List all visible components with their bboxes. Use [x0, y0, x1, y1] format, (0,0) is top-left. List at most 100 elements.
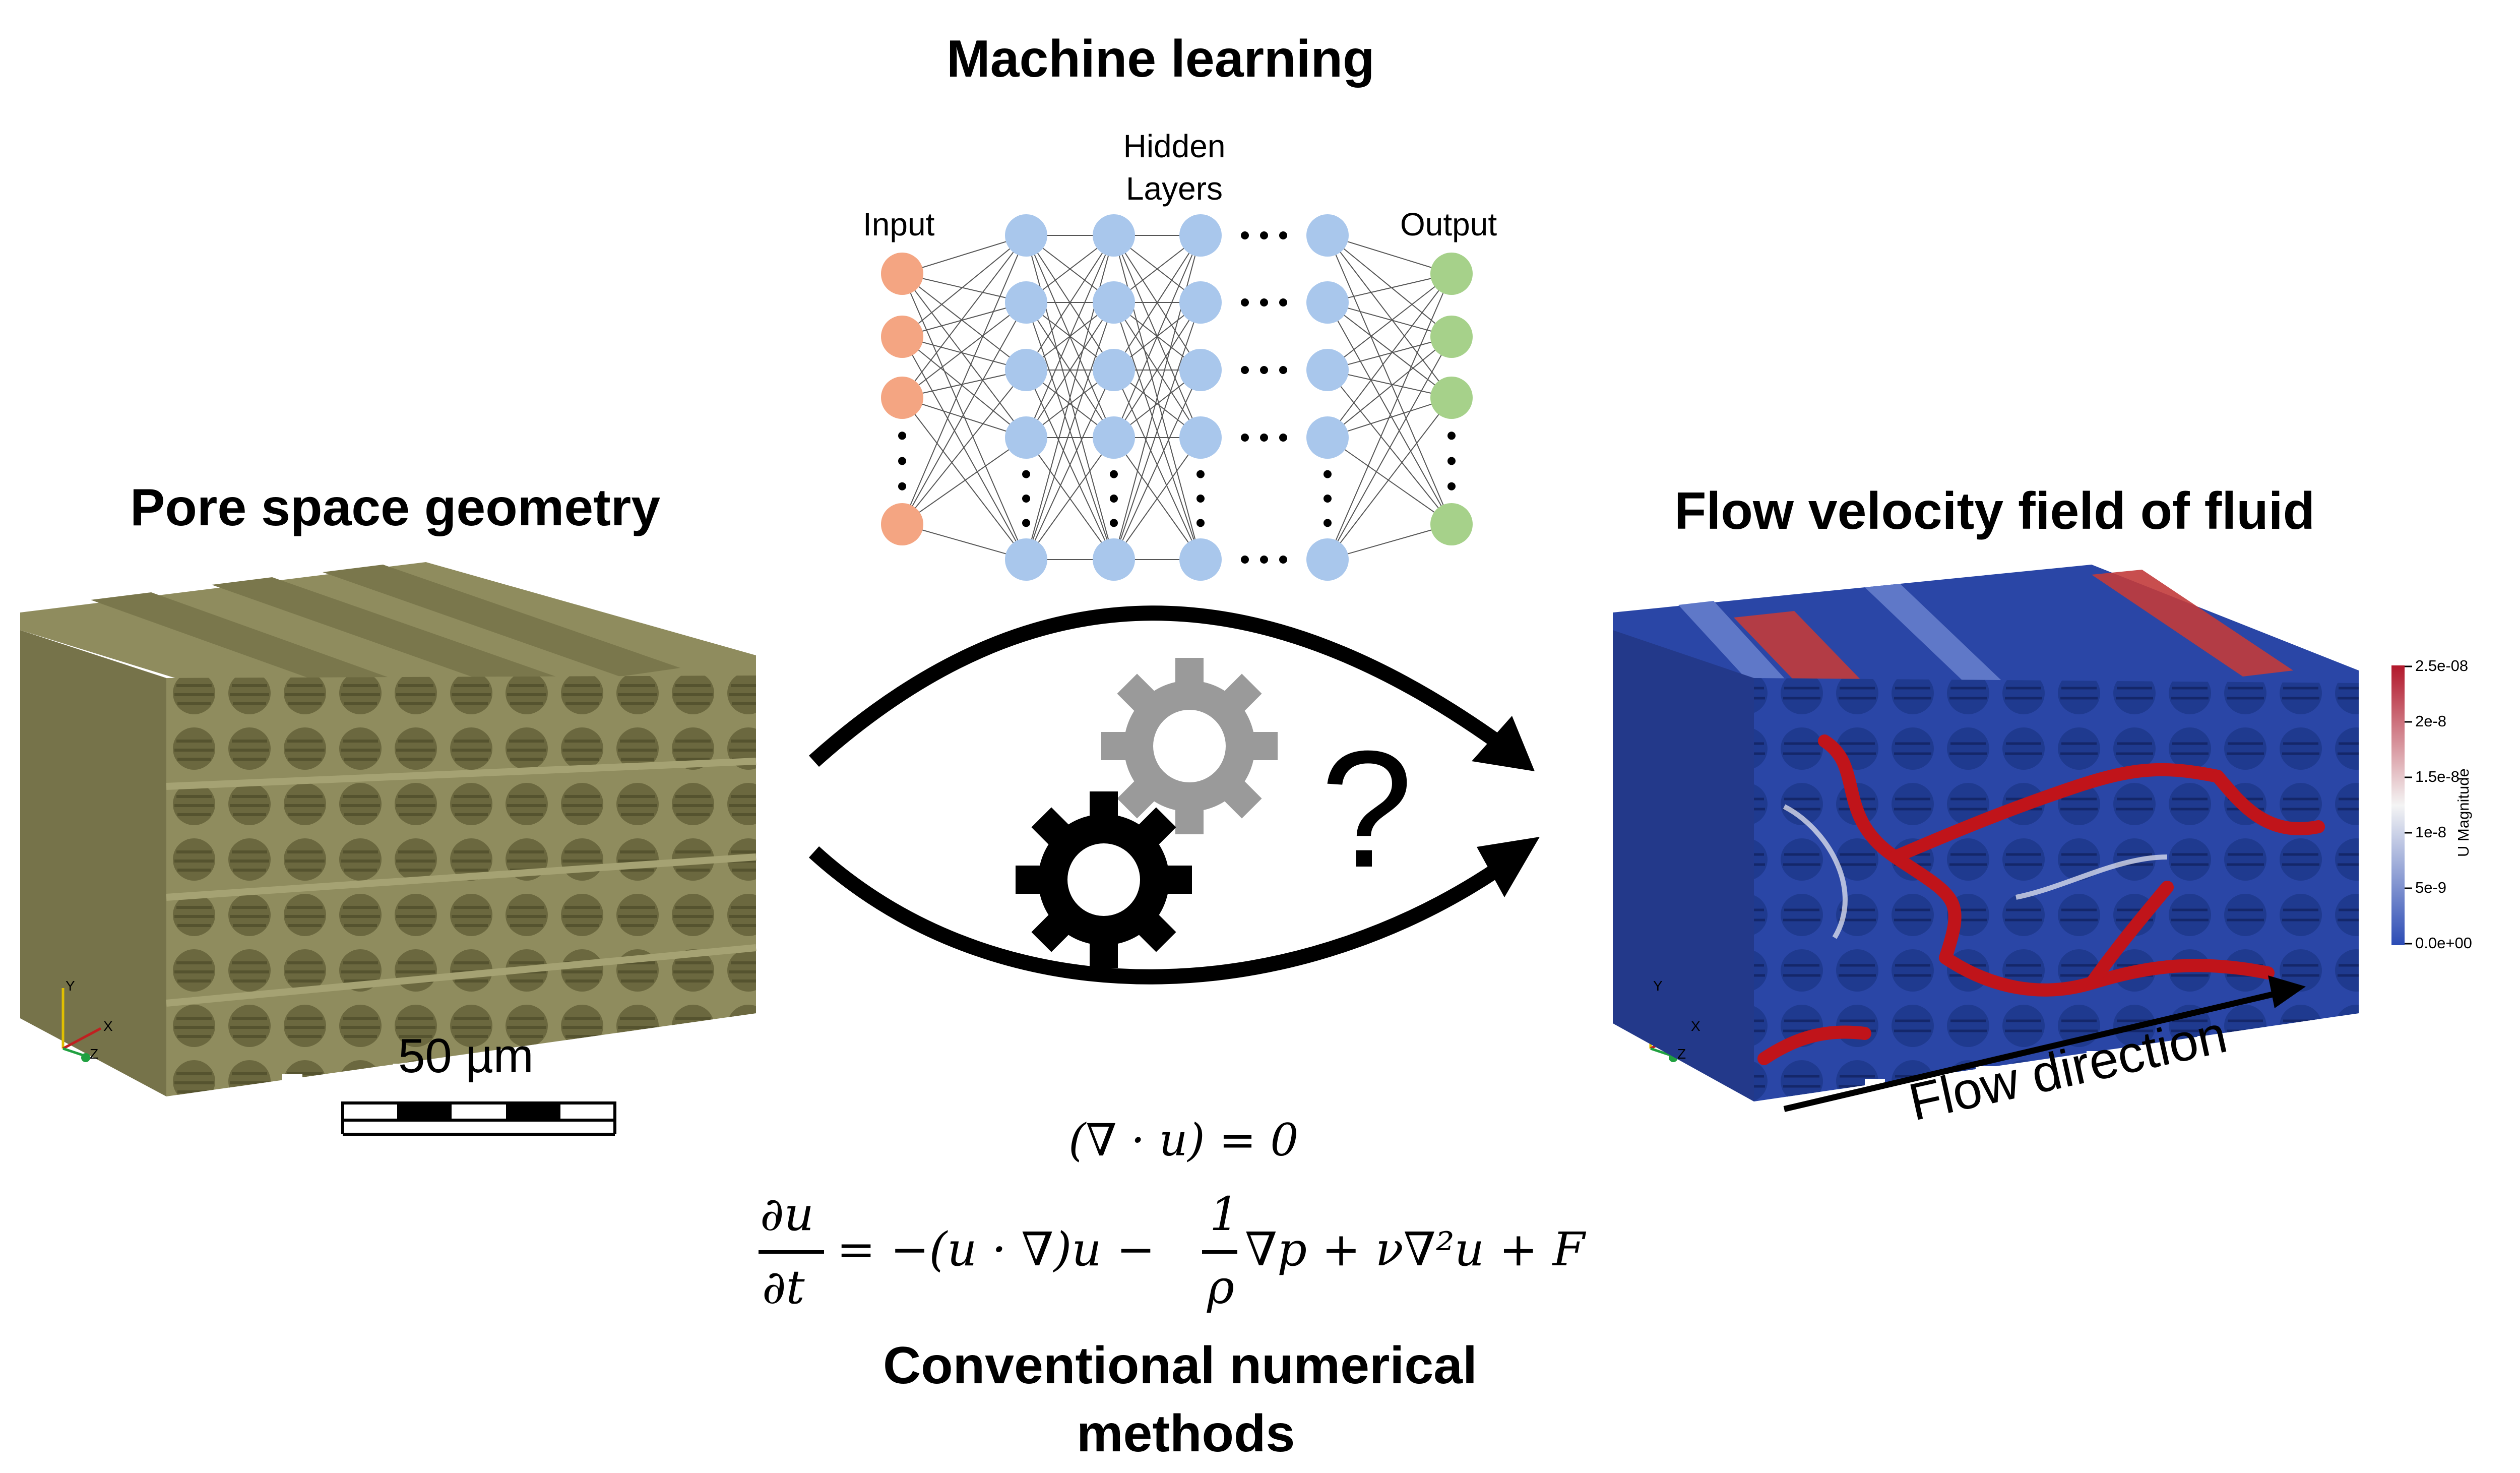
- nn-connection: [1113, 235, 1201, 371]
- nn-ellipsis-dot: [1022, 519, 1030, 527]
- nn-connection: [902, 273, 1027, 560]
- field-notches: [1865, 1036, 2218, 1109]
- nn-connection: [902, 370, 1027, 525]
- nn-connection: [1026, 235, 1114, 371]
- nn-node-hidden-1: [1005, 416, 1047, 459]
- nn-connection: [1327, 235, 1452, 398]
- nn-node-hidden-4: [1306, 538, 1349, 581]
- nn-connection: [902, 397, 1027, 438]
- equation-lhs-bar: [759, 1250, 824, 1254]
- nn-connection: [1327, 235, 1452, 525]
- question-mark: ?: [1320, 716, 1413, 902]
- nn-connection: [902, 235, 1027, 337]
- nn-ellipsis-dot: [1447, 432, 1456, 440]
- nn-connection: [1026, 302, 1114, 438]
- nn-connection: [1327, 302, 1452, 525]
- nn-node-output: [1430, 503, 1473, 545]
- nn-connection: [1327, 273, 1452, 560]
- nn-node-hidden-4: [1306, 281, 1349, 324]
- colorbar-title: U Magnitude: [2454, 768, 2472, 857]
- nn-connection: [902, 235, 1027, 274]
- colorbar-tick-0: 2.5e-08: [2415, 657, 2469, 674]
- nn-ellipsis-dot: [1279, 298, 1287, 306]
- axis-x-right: X: [1691, 1018, 1700, 1034]
- nn-connection: [902, 336, 1027, 371]
- equation-frac-denominator: ρ: [1207, 1260, 1235, 1314]
- nn-connection: [902, 235, 1027, 525]
- flow-field-render: [1613, 565, 2359, 1109]
- nn-connection: [902, 336, 1027, 438]
- nn-ellipsis-dot: [898, 432, 906, 440]
- nn-ellipsis-dot: [1110, 470, 1118, 478]
- nn-connection: [1327, 273, 1452, 438]
- scale-bar-label: 50 µm: [398, 1029, 534, 1083]
- nn-ellipsis-dot: [1110, 495, 1118, 503]
- nn-connection: [1327, 336, 1452, 371]
- nn-connection: [1327, 370, 1452, 398]
- equation-lhs-numerator: ∂u: [760, 1187, 814, 1241]
- axes-triad-left: [61, 988, 102, 1062]
- flow-direction-arrow: [1783, 975, 2306, 1112]
- colorbar-tick-2: 1.5e-8: [2415, 768, 2460, 785]
- nn-connection: [902, 302, 1027, 398]
- nn-connection: [1327, 302, 1452, 337]
- nn-ellipsis-dot: [1241, 556, 1249, 564]
- curved-arrow-bottom: [808, 837, 1540, 985]
- gear-black-icon: [1016, 791, 1192, 968]
- equation-frac-numerator: 1: [1210, 1187, 1239, 1241]
- nn-node-hidden-2: [1093, 214, 1135, 257]
- nn-node-hidden-4: [1306, 349, 1349, 391]
- nn-connection: [1026, 235, 1114, 438]
- axis-z-left: Z: [90, 1046, 99, 1062]
- nn-node-input: [881, 316, 923, 358]
- nn-connection: [1327, 336, 1452, 560]
- curved-arrow-top: [808, 605, 1535, 771]
- nn-node-hidden-2: [1093, 349, 1135, 391]
- label-hidden-line1: Hidden: [1123, 128, 1226, 164]
- pore-geometry-render: [20, 562, 757, 1104]
- colorbar-tick-5: 0.0e+00: [2415, 934, 2472, 952]
- pore-notches: [282, 1033, 635, 1104]
- nn-connection: [1113, 302, 1201, 438]
- nn-node-hidden-4: [1306, 214, 1349, 257]
- title-pore-space: Pore space geometry: [130, 478, 661, 537]
- neural-network: [881, 214, 1473, 581]
- axis-y-left: Y: [66, 978, 75, 994]
- nn-ellipsis-dot: [1241, 231, 1249, 239]
- nn-connection: [1026, 437, 1114, 560]
- axis-x-left: X: [103, 1018, 113, 1034]
- nn-connection: [902, 302, 1027, 337]
- nn-connection: [902, 273, 1027, 303]
- nn-connection: [1327, 235, 1452, 274]
- nn-connection: [1113, 437, 1201, 560]
- nn-connection: [1113, 370, 1201, 560]
- nn-ellipsis-dot: [1279, 231, 1287, 239]
- nn-node-hidden-1: [1005, 349, 1047, 391]
- title-machine-learning: Machine learning: [947, 30, 1375, 88]
- nn-connection: [1026, 302, 1114, 560]
- nn-ellipsis-dot: [1260, 434, 1268, 442]
- nn-node-hidden-1: [1005, 214, 1047, 257]
- nn-ellipsis-dot: [1241, 298, 1249, 306]
- nn-connection: [1327, 336, 1452, 438]
- nn-ellipsis-dot: [1022, 495, 1030, 503]
- nn-connection: [1113, 235, 1201, 438]
- nn-node-hidden-3: [1179, 416, 1222, 459]
- nn-ellipsis-dot: [1324, 470, 1332, 478]
- nn-node-hidden-1: [1005, 538, 1047, 581]
- label-hidden-layers: Hidden Layers: [1114, 125, 1235, 210]
- nn-connection: [902, 273, 1027, 371]
- nn-connection: [1327, 302, 1452, 398]
- axis-z-right: Z: [1677, 1046, 1686, 1062]
- nn-node-input: [881, 253, 923, 295]
- pore-ledges: [166, 758, 757, 1007]
- nn-node-hidden-3: [1179, 538, 1222, 581]
- nn-connection: [1327, 524, 1452, 560]
- nn-ellipsis-dot: [898, 457, 906, 465]
- label-hidden-line2: Layers: [1125, 170, 1223, 207]
- equation-rhs-b: ∇p + ν∇²u + F: [1245, 1222, 1585, 1276]
- nn-node-hidden-3: [1179, 349, 1222, 391]
- nn-connection: [902, 235, 1027, 398]
- nn-ellipsis-dot: [1260, 366, 1268, 374]
